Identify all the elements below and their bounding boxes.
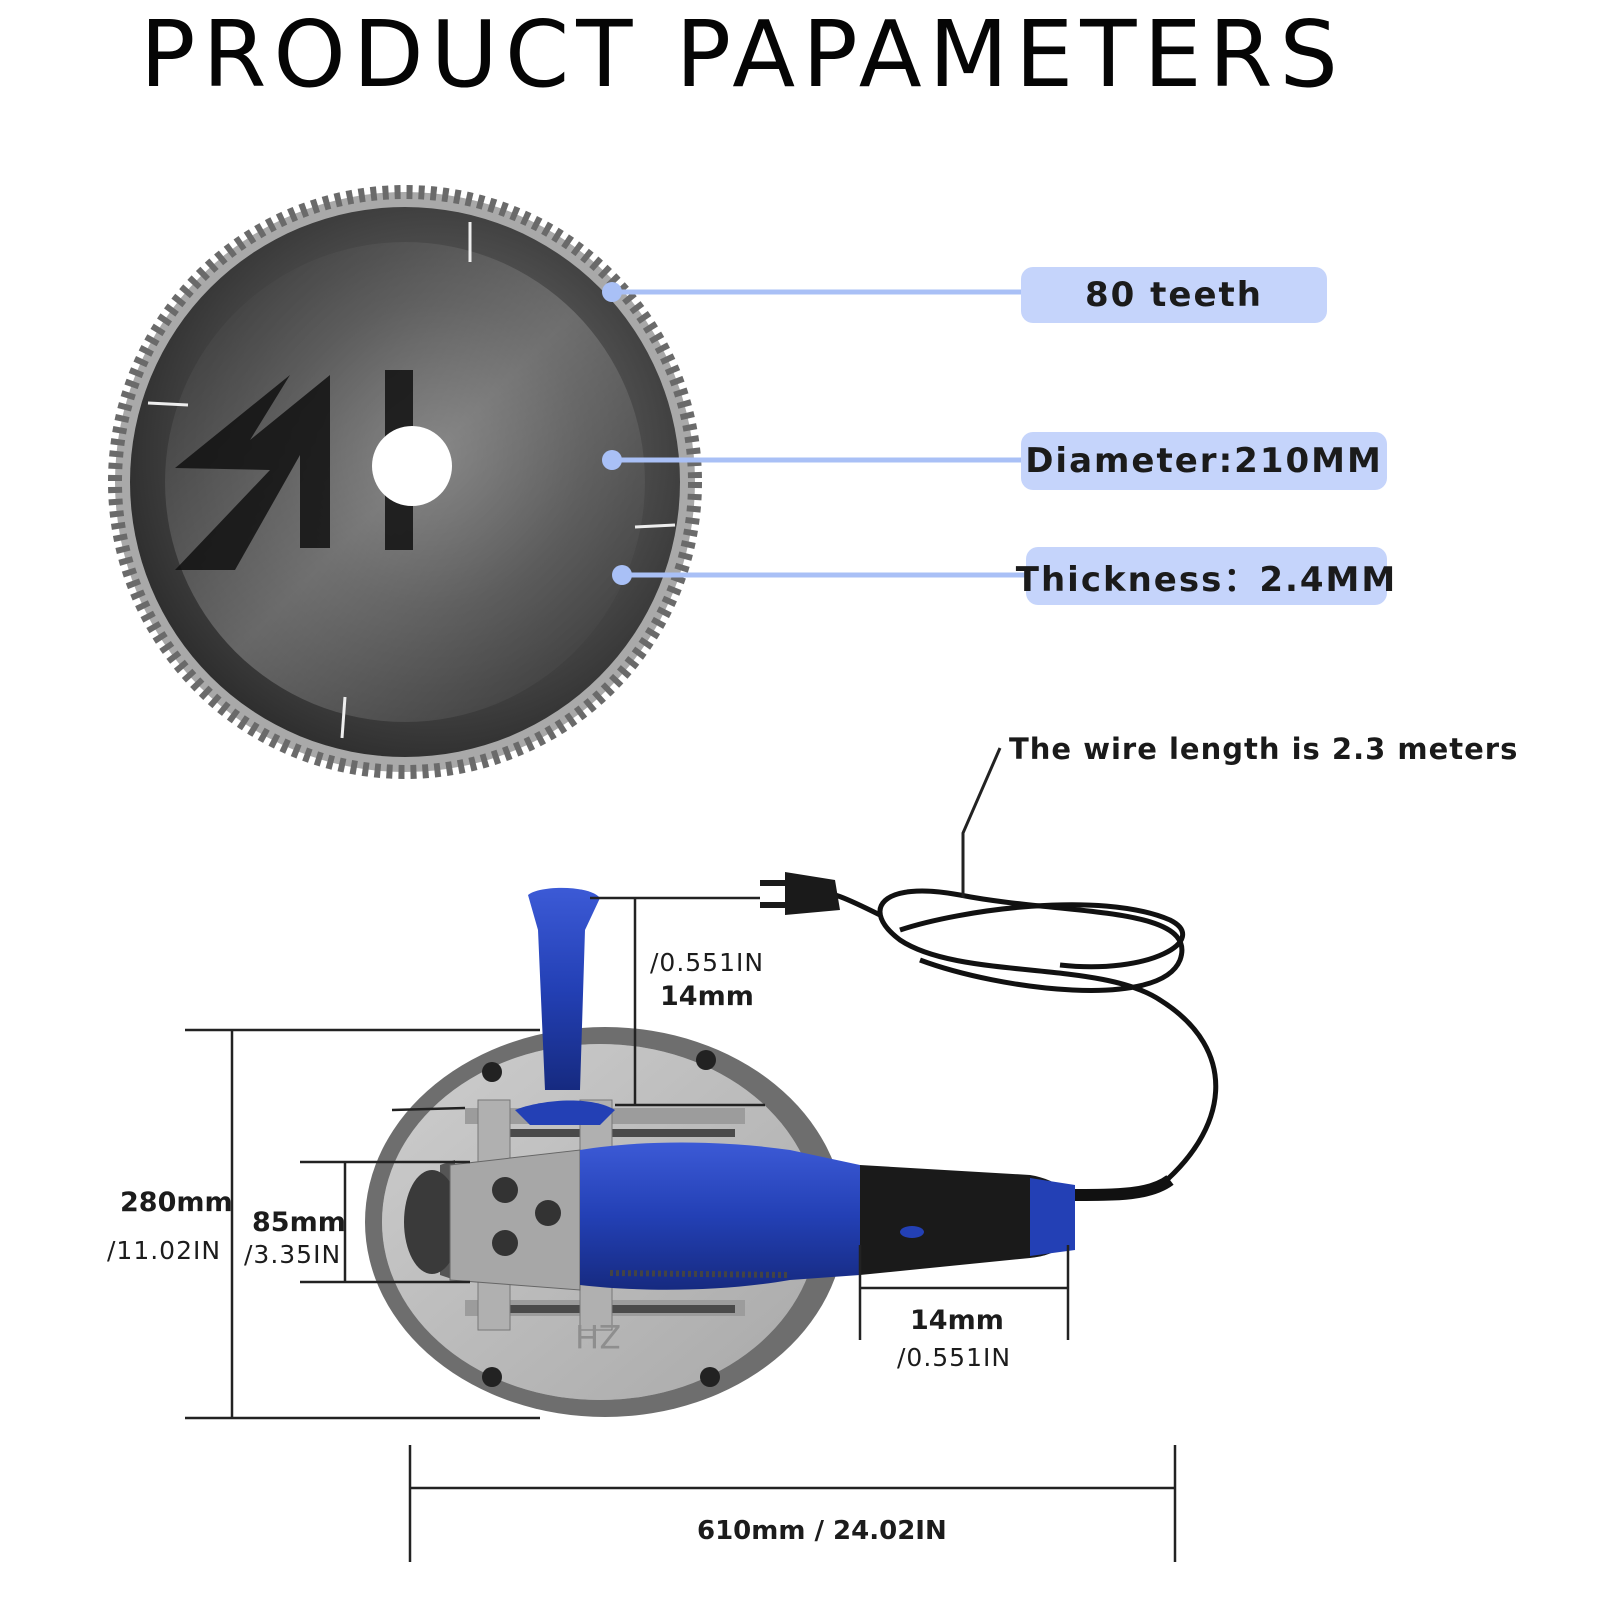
motor-housing	[580, 1142, 860, 1290]
plug-pin	[760, 880, 788, 886]
gear-head	[449, 1149, 581, 1291]
head-screw	[535, 1200, 561, 1226]
handle-end-cap	[1030, 1178, 1075, 1256]
side-mm: 14mm	[910, 1305, 1004, 1336]
plug-body	[785, 872, 840, 915]
blade-slot	[634, 523, 676, 529]
handle-gap-mm: 14mm	[660, 981, 754, 1012]
rail-pointer	[391, 1106, 466, 1112]
thickness-callout-dot	[612, 565, 632, 585]
page-title: PRODUCT PAPAMETERS	[140, 1, 1345, 108]
base-bolt	[482, 1062, 502, 1082]
cord-coil	[899, 902, 1186, 970]
blade-slot	[147, 401, 189, 407]
thickness-callout: Thickness：2.4MM	[1016, 547, 1395, 605]
center-inch: /3.35IN	[244, 1240, 342, 1269]
trigger-switch	[900, 1226, 924, 1238]
arbor-hole	[372, 426, 452, 506]
cord-coil	[877, 888, 1219, 1192]
teeth-callout-dot	[602, 282, 622, 302]
height-mm: 280mm	[120, 1187, 233, 1218]
side-handle	[528, 887, 600, 1090]
diameter-label: Diameter:210MM	[1025, 441, 1383, 481]
diameter-callout: Diameter:210MM	[1021, 432, 1387, 490]
wire-length-label: The wire length is 2.3 meters	[1009, 732, 1519, 766]
blade-slot	[340, 696, 347, 739]
wire-pointer-line	[961, 747, 1002, 898]
dimension-lines	[185, 896, 1177, 1562]
height-inch: /11.02IN	[107, 1236, 222, 1265]
base-bolt	[700, 1367, 720, 1387]
thickness-label: Thickness：2.4MM	[1015, 559, 1398, 600]
power-cord	[799, 885, 1219, 1201]
spring	[609, 1270, 791, 1278]
head-screw	[492, 1230, 518, 1256]
diameter-callout-dot	[602, 450, 622, 470]
head-screw	[492, 1177, 518, 1203]
blade-callouts	[602, 282, 1030, 585]
teeth-callout: 80 teeth	[1021, 267, 1327, 323]
side-inch: /0.551IN	[897, 1343, 1012, 1372]
rear-handle	[860, 1165, 1075, 1275]
blade-logo	[175, 375, 330, 570]
cord-strain-relief	[1069, 1175, 1174, 1201]
center-mm: 85mm	[252, 1207, 346, 1238]
base-bolt	[696, 1050, 716, 1070]
base-mark: ZH	[575, 1317, 621, 1355]
length-label: 610mm / 24.02IN	[697, 1516, 947, 1546]
guide-rod	[505, 1305, 735, 1313]
blade-teeth	[108, 185, 702, 779]
angle-grinder	[404, 887, 1075, 1291]
base-bolt	[482, 1367, 502, 1387]
teeth-label: 80 teeth	[1085, 275, 1263, 315]
guide-rod	[505, 1129, 735, 1137]
saw-blade	[108, 185, 702, 779]
plug	[760, 872, 840, 915]
plug-pin	[760, 902, 788, 908]
side-handle-guard	[515, 1100, 615, 1125]
handle-gap-inch: /0.551IN	[650, 948, 765, 977]
cutting-blade	[404, 1170, 460, 1274]
